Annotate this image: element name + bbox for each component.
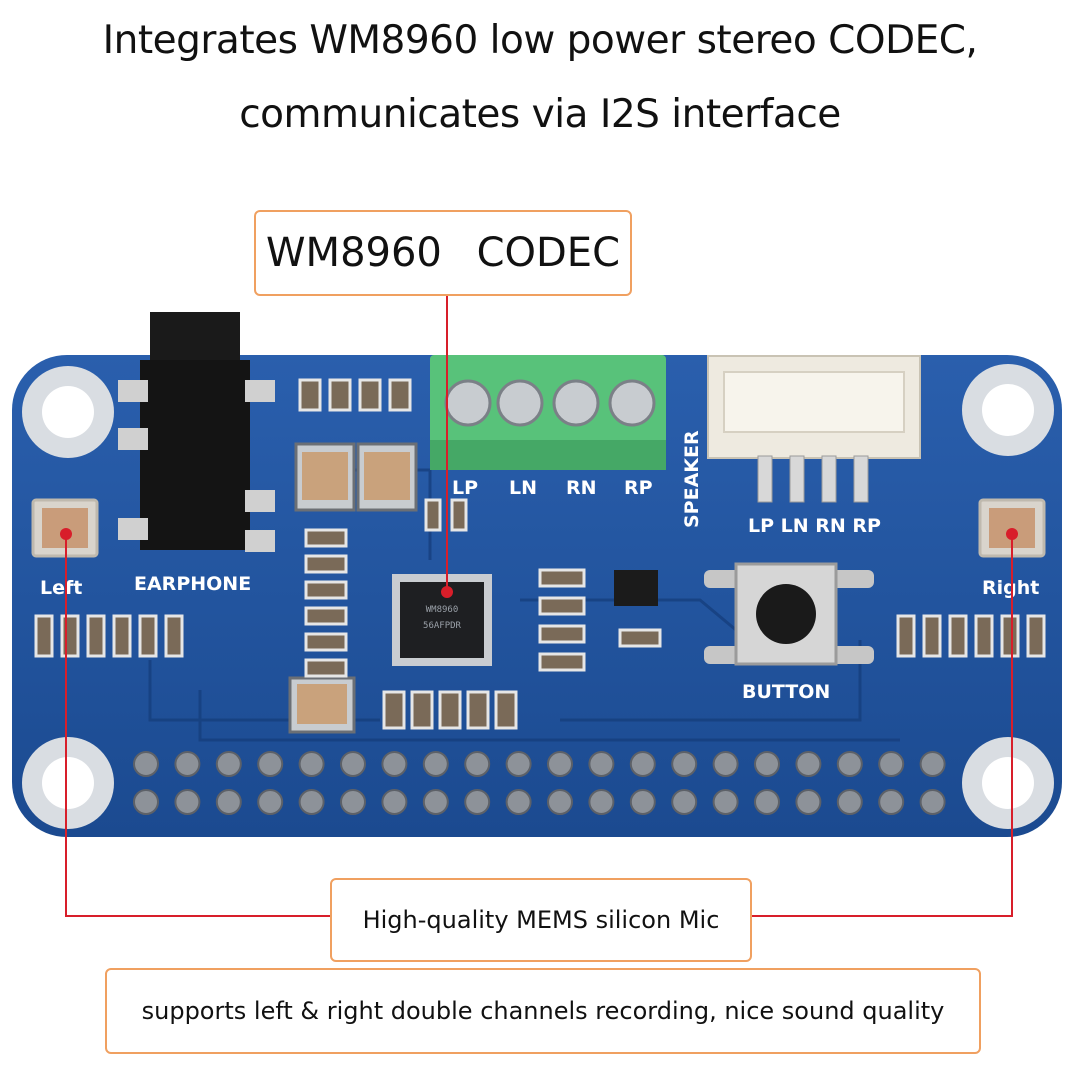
gpio-pin xyxy=(257,789,284,815)
chip-marking-2: 56AFPDR xyxy=(423,621,462,631)
gpio-pin xyxy=(174,751,201,777)
gpio-pin xyxy=(629,751,656,777)
feature-callout: supports left & right double channels re… xyxy=(105,968,981,1054)
gpio-pin xyxy=(836,789,863,815)
gpio-pin xyxy=(381,751,408,777)
speaker-label: SPEAKER xyxy=(681,430,703,528)
button-label: BUTTON xyxy=(742,681,830,703)
terminal-label-rp: RP xyxy=(624,477,653,499)
pointer-lines xyxy=(65,296,1013,917)
earphone-label: EARPHONE xyxy=(134,573,251,595)
gpio-pin xyxy=(381,789,408,815)
gpio-pin xyxy=(505,789,532,815)
push-button xyxy=(704,562,874,666)
gpio-pin xyxy=(422,751,449,777)
gpio-pin xyxy=(671,789,698,815)
gpio-pin xyxy=(919,789,946,815)
gpio-pin xyxy=(464,789,491,815)
terminal-label-ln: LN xyxy=(509,477,537,499)
gpio-pin xyxy=(174,789,201,815)
gpio-pin xyxy=(712,751,739,777)
gpio-pin xyxy=(133,789,159,815)
gpio-pin xyxy=(754,789,780,815)
gpio-pin xyxy=(878,789,905,815)
codec-chip: WM8960 56AFPDR xyxy=(392,574,492,666)
codec-callout: WM8960 CODEC xyxy=(254,210,632,296)
gpio-pin xyxy=(464,751,491,777)
gpio-pin xyxy=(754,751,780,777)
chip-marking-1: WM8960 xyxy=(426,605,459,615)
gpio-pin xyxy=(795,751,822,777)
terminal-label-rn: RN xyxy=(566,477,597,499)
speaker-connector xyxy=(707,355,921,503)
mic-callout: High-quality MEMS silicon Mic xyxy=(330,878,752,962)
right-mic-label: Right xyxy=(982,577,1039,599)
gpio-pin xyxy=(671,751,698,777)
gpio-pin xyxy=(340,789,366,815)
left-mic-label: Left xyxy=(40,577,82,599)
gpio-pin xyxy=(298,789,325,815)
gpio-pin xyxy=(878,751,905,777)
mount-holes xyxy=(22,364,1054,829)
gpio-header xyxy=(133,751,946,815)
earphone-jack xyxy=(118,312,275,552)
gpio-pin xyxy=(712,789,739,815)
gpio-pin xyxy=(919,751,946,777)
smd-components xyxy=(34,378,1046,730)
gpio-pin xyxy=(629,789,656,815)
gpio-pin xyxy=(588,751,615,777)
pointer-dots xyxy=(60,528,1018,598)
gpio-pin xyxy=(215,789,242,815)
gpio-pin xyxy=(340,751,366,777)
capacitors xyxy=(288,442,418,734)
headline-line-2: communicates via I2S interface xyxy=(239,92,841,137)
regulator-chip xyxy=(614,570,658,606)
screw-terminal xyxy=(430,355,666,470)
headline-line-1: Integrates WM8960 low power stereo CODEC… xyxy=(102,18,978,63)
gpio-pin xyxy=(505,751,532,777)
gpio-pin xyxy=(588,789,615,815)
gpio-pin xyxy=(257,751,284,777)
connector-label: LP LN RN RP xyxy=(748,515,881,537)
gpio-pin xyxy=(215,751,242,777)
gpio-pin xyxy=(547,789,573,815)
gpio-pin xyxy=(547,751,573,777)
gpio-pin xyxy=(298,751,325,777)
gpio-pin xyxy=(836,751,863,777)
gpio-pin xyxy=(422,789,449,815)
terminal-label-lp: LP xyxy=(452,477,478,499)
gpio-pin xyxy=(133,751,159,777)
gpio-pin xyxy=(795,789,822,815)
